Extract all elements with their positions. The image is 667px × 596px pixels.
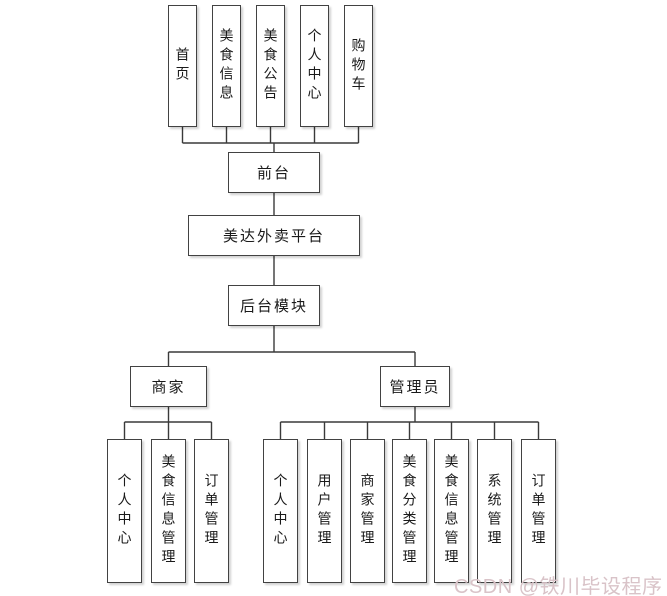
node-merchant-food-info-mgmt-label: 美食信息管理 <box>160 454 177 568</box>
node-merchant-order-mgmt: 订单管理 <box>194 439 229 583</box>
node-shopping-cart: 购物车 <box>344 5 373 127</box>
node-admin-user-mgmt-label: 用户管理 <box>316 473 333 549</box>
node-admin-merchant-mgmt: 商家管理 <box>350 439 385 583</box>
node-admin-label: 管理员 <box>389 379 441 396</box>
csdn-watermark: CSDN @铁川毕设程序 <box>454 576 663 596</box>
node-home-label: 首页 <box>174 47 191 85</box>
node-backend-module-label: 后台模块 <box>239 298 308 315</box>
node-platform-root-label: 美达外卖平台 <box>222 228 325 245</box>
node-admin-food-category-mgmt-label: 美食分类管理 <box>401 454 418 568</box>
node-admin-food-info-mgmt: 美食信息管理 <box>434 439 469 583</box>
node-admin-system-mgmt: 系统管理 <box>477 439 512 583</box>
node-food-notice-label: 美食公告 <box>262 28 279 104</box>
node-admin-food-category-mgmt: 美食分类管理 <box>392 439 427 583</box>
node-admin-order-mgmt: 订单管理 <box>521 439 556 583</box>
node-admin-food-info-mgmt-label: 美食信息管理 <box>443 454 460 568</box>
node-admin-merchant-mgmt-label: 商家管理 <box>359 473 376 549</box>
node-shopping-cart-label: 购物车 <box>350 37 367 95</box>
node-food-info: 美食信息 <box>212 5 241 127</box>
node-personal-center-label: 个人中心 <box>306 28 323 104</box>
node-backend-module: 后台模块 <box>228 285 320 326</box>
node-food-info-label: 美食信息 <box>218 28 235 104</box>
node-admin-user-mgmt: 用户管理 <box>307 439 342 583</box>
node-admin-order-mgmt-label: 订单管理 <box>530 473 547 549</box>
node-admin-personal-center: 个人中心 <box>263 439 298 583</box>
node-merchant-personal-center-label: 个人中心 <box>116 473 133 549</box>
node-platform-root: 美达外卖平台 <box>188 215 360 256</box>
node-home: 首页 <box>168 5 197 127</box>
node-merchant-order-mgmt-label: 订单管理 <box>203 473 220 549</box>
node-merchant: 商家 <box>130 366 207 407</box>
node-admin-system-mgmt-label: 系统管理 <box>486 473 503 549</box>
node-merchant-personal-center: 个人中心 <box>107 439 142 583</box>
node-merchant-food-info-mgmt: 美食信息管理 <box>151 439 186 583</box>
node-merchant-label: 商家 <box>151 379 186 396</box>
node-frontend: 前台 <box>228 152 320 193</box>
node-personal-center: 个人中心 <box>300 5 329 127</box>
node-frontend-label: 前台 <box>256 165 291 182</box>
node-admin-personal-center-label: 个人中心 <box>272 473 289 549</box>
node-food-notice: 美食公告 <box>256 5 285 127</box>
node-admin: 管理员 <box>380 366 450 407</box>
